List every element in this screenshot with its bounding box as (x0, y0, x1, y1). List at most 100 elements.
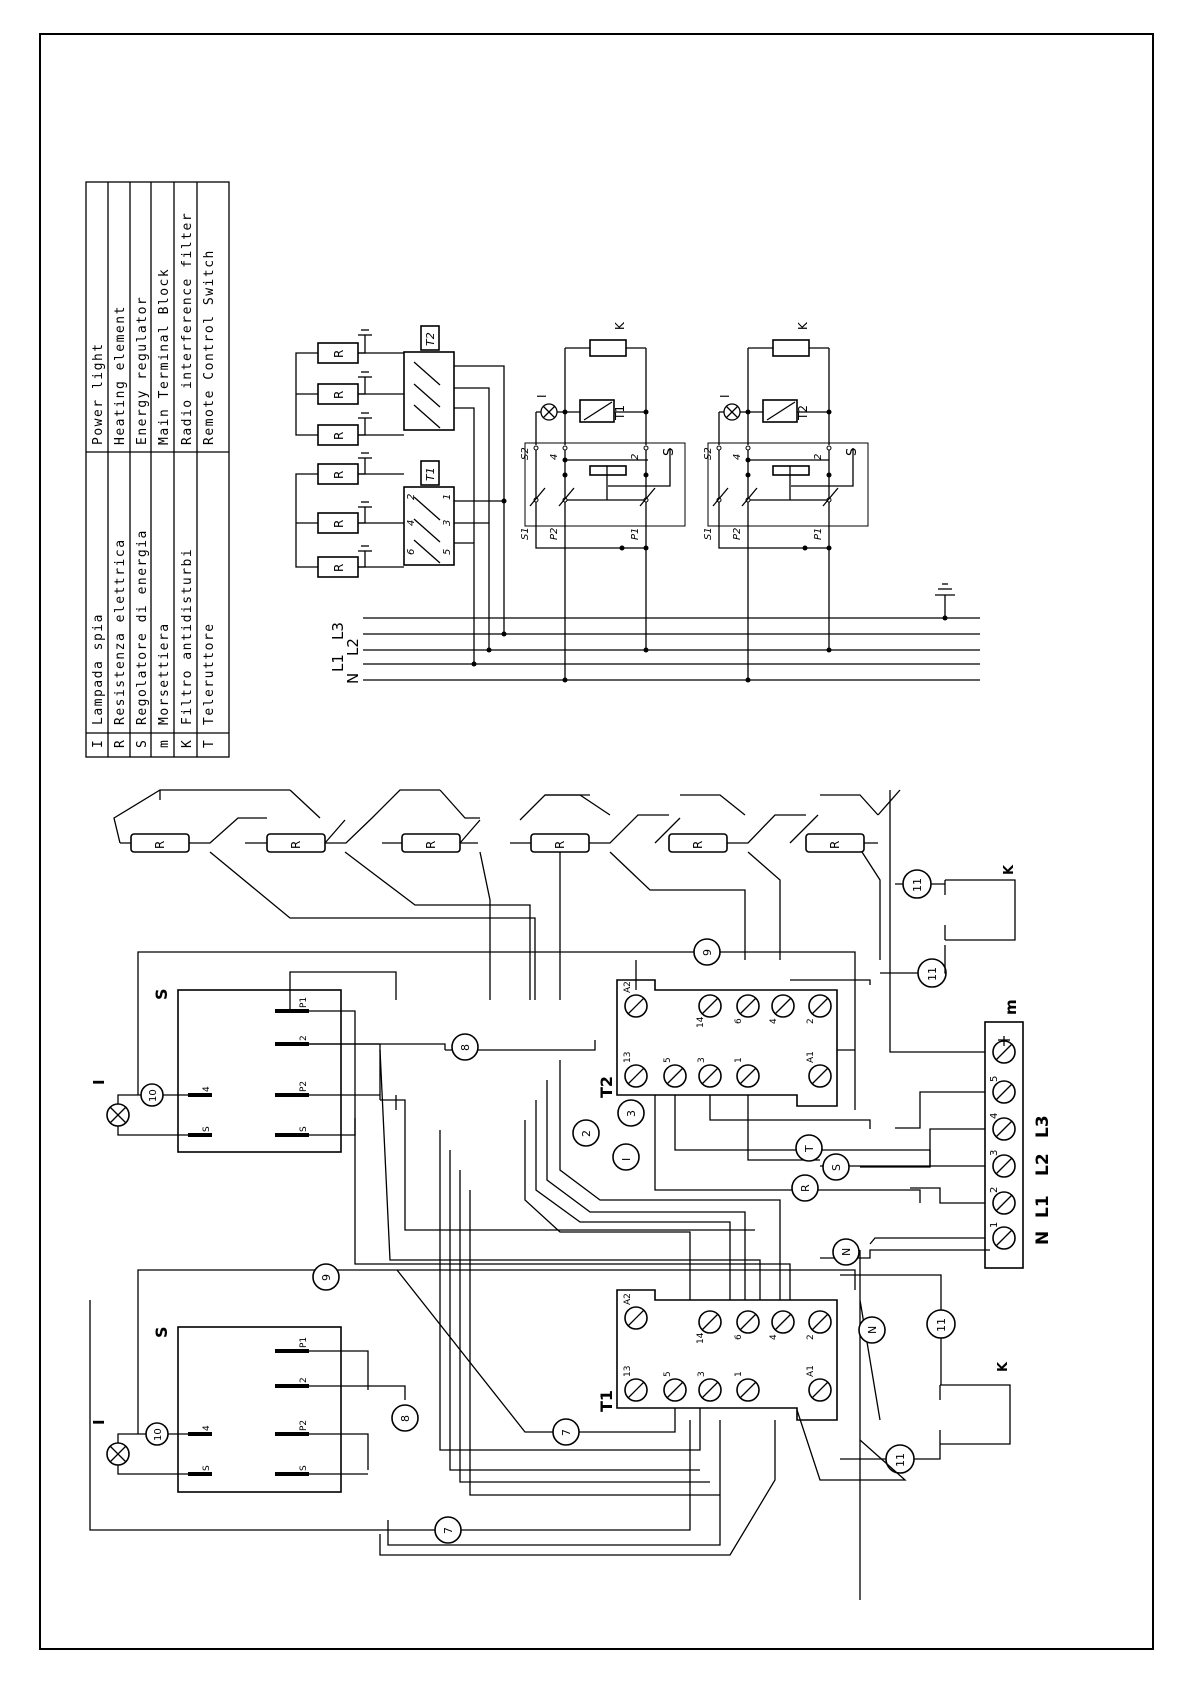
terminal-phase-L3: L3 (1033, 1115, 1053, 1138)
contactor-T2: T2 A2 14 6 4 2 13 5 3 1 A1 (597, 979, 838, 1107)
filter-K-label: K (996, 1361, 1011, 1372)
terminal-screws (992, 1040, 1016, 1250)
legend-en: Remote Control Switch (202, 249, 217, 445)
contactor-coil-T1: T1 (613, 405, 627, 421)
filter-K: K (613, 321, 627, 330)
contactor-terminal: 14 (696, 1016, 706, 1028)
wire-10: 10 (153, 1428, 164, 1441)
regulator-terminal: 2 (299, 1377, 309, 1383)
bus-label-L2: L2 (344, 638, 362, 656)
element-bank-2: R R R T2 (295, 325, 505, 543)
legend-it: Lampada spia (91, 613, 106, 725)
bus-junctions (471, 631, 507, 667)
element-R: R (332, 350, 346, 358)
lamp-I: I (718, 394, 732, 398)
legend-it: Teleruttore (202, 622, 217, 725)
legend-it: Morsettiera (157, 622, 172, 725)
wire-S: S (830, 1164, 843, 1171)
contactor-coil-T2: T2 (796, 405, 810, 421)
filter-K-upper: K 11 11 (880, 864, 1017, 988)
element-bank-1: R R R T1 2 4 6 1 3 5 (295, 452, 507, 664)
heating-elements-row: R R R R R R (113, 789, 1010, 1053)
contactor-terminal: 3 (697, 1371, 707, 1377)
pilot-lamp-upper: I 10 (90, 1079, 188, 1136)
contactor-terminal: A1 (806, 1365, 816, 1377)
element-R: R (332, 520, 346, 528)
terminal-phase-L2: L2 (1033, 1153, 1053, 1176)
wire-I: I (620, 1158, 633, 1161)
legend-code: K (180, 739, 195, 748)
wire-bundles (89, 951, 990, 1600)
contactor-terminal: A1 (806, 1051, 816, 1063)
regulator-terminal: 4 (202, 1086, 212, 1092)
regulator-terminal: P2 (732, 528, 743, 540)
contactor-terminal: 4 (769, 1018, 779, 1024)
regulator-terminal: P1 (299, 997, 309, 1008)
lamp-label: I (90, 1079, 108, 1085)
regulator-terminal: P2 (549, 528, 560, 540)
wire-11: 11 (926, 967, 939, 981)
contactor-terminal: A2 (623, 981, 633, 993)
filter-K-lower: K 11 11 (840, 1274, 1011, 1474)
legend-en: Power light (91, 342, 106, 445)
contactor-terminal: 13 (623, 1052, 633, 1063)
legend-it: Filtro antidisturbi (180, 548, 195, 725)
schematic: L1 L3 L2 N R R R (295, 321, 980, 684)
wire-9: 9 (320, 1274, 333, 1281)
contactor-terminal: 3 (442, 520, 453, 526)
regulator-terminal: P1 (299, 1337, 309, 1348)
wire-11: 11 (911, 878, 924, 892)
contactor-label-T2: T2 (424, 332, 437, 346)
wire-10: 10 (148, 1089, 159, 1102)
drawing-frame (39, 33, 1154, 1650)
element-R: R (332, 564, 346, 572)
regulator-terminal: P2 (299, 1081, 309, 1092)
contactor-terminal: 1 (734, 1057, 744, 1063)
regulator-S-upper: S P1 2 P2 S 4 S (152, 971, 446, 1153)
contactor-terminal: 2 (806, 1018, 816, 1024)
regulator-label: S (152, 988, 171, 1000)
regulator-terminal: P2 (299, 1420, 309, 1431)
regulator-terminal: 2 (630, 454, 641, 460)
contactor-terminal: 1 (734, 1371, 744, 1377)
terminal-number: 2 (989, 1187, 1000, 1193)
supply-bus (363, 617, 980, 681)
regulator-terminal: 4 (732, 454, 743, 460)
wire-3: 3 (625, 1110, 638, 1117)
contactor-terminal: 2 (806, 1334, 816, 1340)
regulator-terminal: S (202, 1126, 212, 1132)
lamp-I: I (535, 394, 549, 398)
contactor-T2-label: T2 (597, 1076, 616, 1098)
legend-en: Heating element (113, 305, 128, 445)
terminal-phase-L1: L1 (1033, 1195, 1053, 1218)
element-R: R (332, 432, 346, 440)
contactor-terminal: A2 (623, 1293, 633, 1305)
bus-label-L1: L1 (329, 654, 347, 672)
bus-label-N: N (344, 673, 362, 684)
wire-2: 2 (580, 1130, 593, 1137)
element-R: R (289, 841, 303, 849)
contactor-terminal: 5 (663, 1371, 673, 1377)
contactor-T1-label: T1 (597, 1390, 616, 1412)
legend-code: m (157, 739, 172, 748)
terminal-phase-N: N (1033, 1231, 1053, 1245)
terminal-block-m: m 1 2 3 4 5 N L1 L2 L3 (820, 999, 1053, 1269)
contactor-label-T1: T1 (424, 467, 437, 481)
element-R: R (332, 391, 346, 399)
earth-symbol (935, 583, 955, 621)
element-R: R (691, 841, 705, 849)
element-R: R (332, 471, 346, 479)
regulator-S: S (662, 448, 677, 456)
contactor-terminal: 6 (406, 549, 417, 555)
regulator-terminal: P1 (630, 528, 641, 540)
wire-9: 9 (701, 949, 714, 956)
contactor-terminal: 6 (734, 1018, 744, 1024)
regulator-circuit-1: K T1 I S S1 P2 P1 (520, 321, 686, 683)
pilot-lamp-lower: I 10 (90, 1419, 188, 1475)
wire-T: T (803, 1145, 816, 1153)
filter-K-label: K (1002, 864, 1017, 875)
regulator-terminal: S (299, 1465, 309, 1471)
legend-code: T (202, 739, 217, 748)
terminal-number: 5 (989, 1076, 1000, 1082)
filter-K: K (796, 321, 810, 330)
